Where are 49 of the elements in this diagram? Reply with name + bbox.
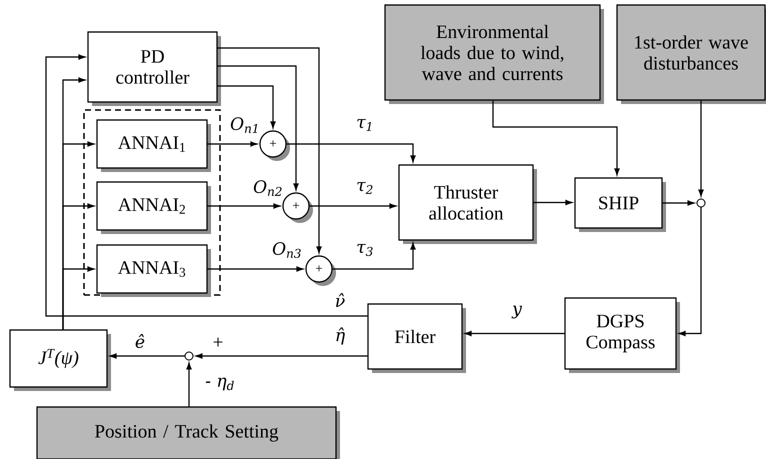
arrow xyxy=(534,200,572,206)
arrow xyxy=(196,353,368,359)
edge-label: ν̂ xyxy=(336,293,345,307)
block-box: PD controller xyxy=(87,31,221,106)
summing-junction: + xyxy=(305,255,336,286)
arrow xyxy=(332,242,416,270)
arrow xyxy=(698,100,704,196)
arrow xyxy=(218,47,322,254)
block-box: SHIP xyxy=(574,177,666,232)
block-box: Thruster allocation xyxy=(398,164,537,244)
arrow xyxy=(286,143,416,162)
arrow xyxy=(678,208,702,336)
block-box: DGPS Compass xyxy=(564,297,680,373)
edge-label: τ$_{3}$ xyxy=(357,244,373,256)
arrow xyxy=(62,266,94,330)
edge-label: y xyxy=(512,306,522,318)
input-box: Environmental loads due to wind, wave and currents xyxy=(384,4,604,104)
input-box: Position / Track Setting xyxy=(36,406,340,459)
junction-dot xyxy=(184,352,194,360)
block-box: J$^{T}$(ψ) xyxy=(9,329,111,391)
arrow xyxy=(464,330,564,336)
junction-dot xyxy=(696,198,706,208)
arrow xyxy=(110,353,184,359)
arrow xyxy=(218,65,299,190)
edge-label: - η$_{d}$ xyxy=(206,378,234,390)
arrow xyxy=(186,362,192,406)
arrow xyxy=(208,141,258,147)
edge-label: O$_{n1}$ xyxy=(230,117,258,133)
summing-junction: + xyxy=(282,192,313,223)
edge-label: τ$_{1}$ xyxy=(357,119,371,131)
block-box: ANNAI$_{1}$ xyxy=(96,119,211,172)
edge-label: η̂ xyxy=(336,327,345,345)
arrow xyxy=(218,85,276,128)
arrow xyxy=(208,203,280,209)
block-box: ANNAI$_{2}$ xyxy=(96,181,211,234)
input-box: 1st-order wave disturbances xyxy=(616,4,766,104)
edge-label: τ$_{2}$ xyxy=(357,182,372,194)
block-box: ANNAI$_{3}$ xyxy=(96,244,211,297)
summing-junction: + xyxy=(259,130,290,161)
edge-label: O$_{n3}$ xyxy=(272,242,301,258)
edge-label: ê xyxy=(136,334,144,348)
arrow xyxy=(492,100,620,176)
block-box: Filter xyxy=(367,303,466,373)
sign-label: + xyxy=(214,338,222,346)
arrow xyxy=(310,203,396,209)
arrow xyxy=(662,200,694,206)
edge-label: O$_{n2}$ xyxy=(254,180,282,196)
arrow xyxy=(208,266,304,272)
arrow xyxy=(45,54,368,317)
